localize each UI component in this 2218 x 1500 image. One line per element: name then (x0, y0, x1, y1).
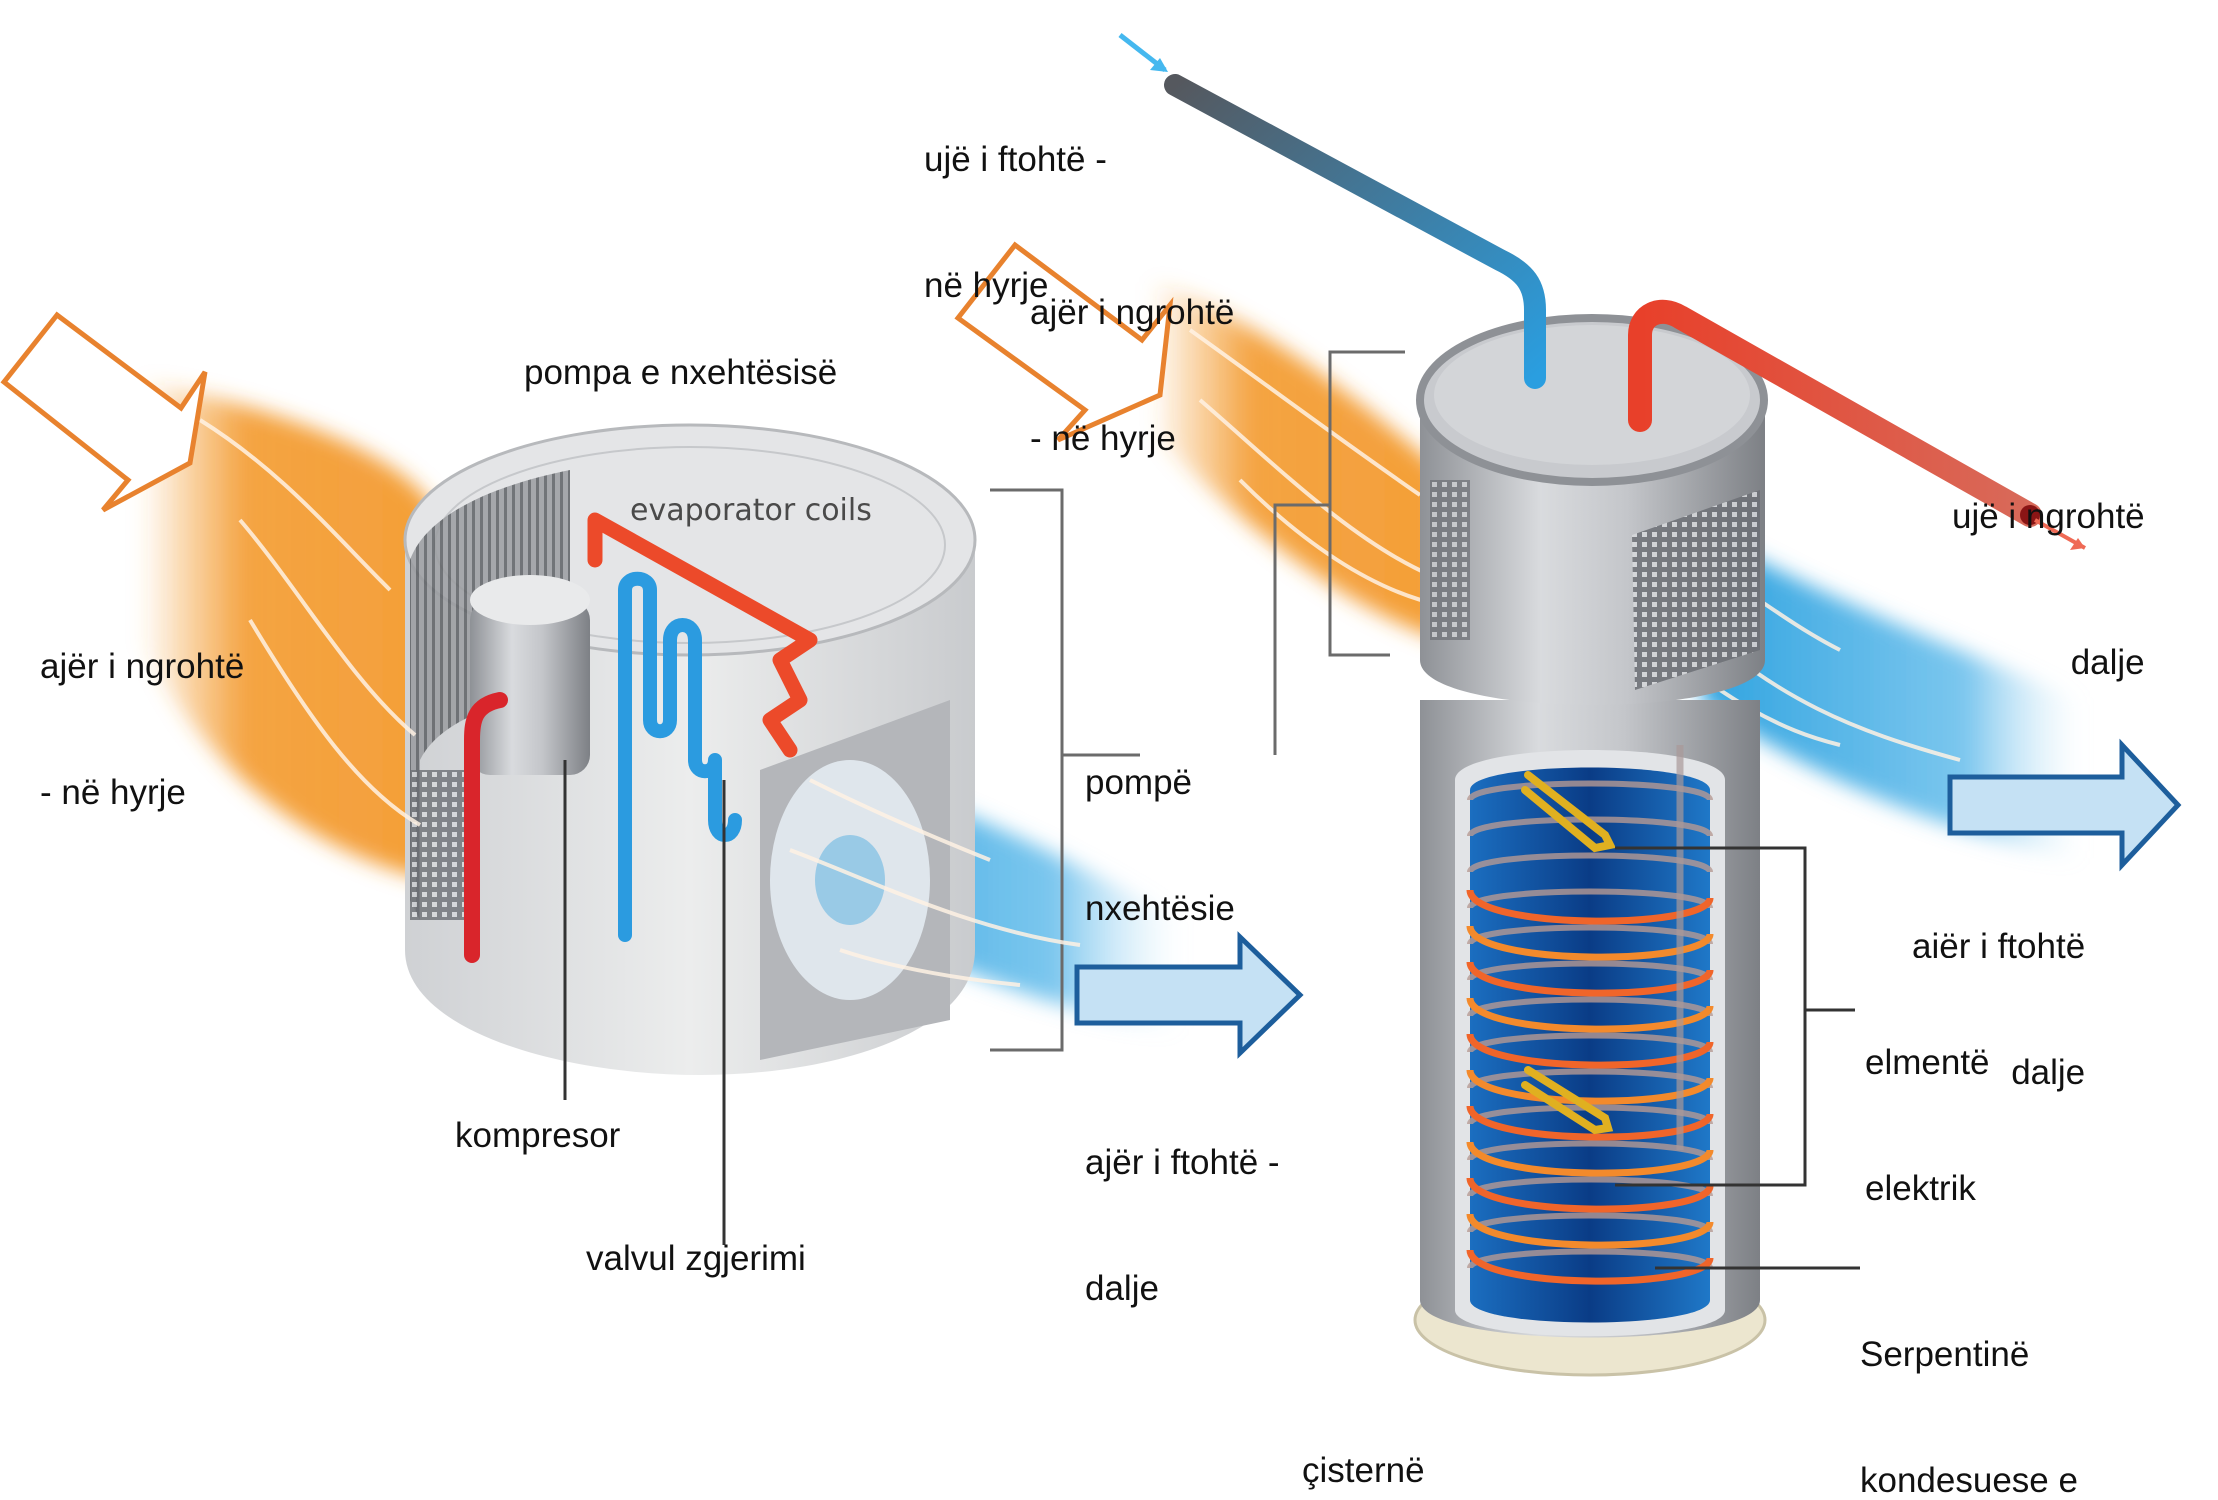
page-title: pompa e nxehtësisë (524, 353, 838, 392)
coil-loop-front (1466, 888, 1714, 925)
label-cold-water-in: ujë i ftohtë - në hyrje (924, 140, 1107, 305)
cold-water-pipe (1164, 74, 1546, 389)
air-flow-lines (198, 328, 1961, 987)
warm-air-in-arrow-right (954, 241, 1174, 443)
tank-heat-pump-bracket (1273, 350, 1405, 755)
label-warm-air-in-right: ajër i ngrohtë - në hyrje (1030, 293, 1235, 458)
hot-water-pipe (1628, 299, 2042, 527)
heating-element-top (1521, 771, 1616, 853)
label-hot-water-out: ujë i ngrohtë dalje (1952, 497, 2145, 682)
label-condenser-coil: Serpentinë kondesuese e cila ngroh ujin … (1860, 1250, 2125, 1500)
heat-pump-unit: evaporator coils (403, 423, 977, 1075)
coil-loop-front (1466, 924, 1714, 961)
label-compressor: kompresor (455, 1116, 621, 1155)
coil-loop-front (1466, 1212, 1714, 1249)
cold-air-out-arrow-left (1074, 931, 1304, 1059)
coil-loop-front (1466, 1140, 1714, 1177)
label-cold-air-out-left: ajër i ftohtë - dalje (1085, 1143, 1280, 1308)
label-heat-pump: pompë nxehtësie (1085, 763, 1235, 928)
condenser-coil (1466, 780, 1714, 1285)
warm-air-stream-left (140, 380, 440, 880)
label-cold-air-out-right: ajër i ftohtë dalje (1912, 927, 2086, 1092)
coil-loop-back (1467, 780, 1713, 802)
coil-loop-front (1466, 1104, 1714, 1141)
coil-loop-front (1466, 1176, 1714, 1213)
coil-loop-front (1466, 1068, 1714, 1105)
heating-element-bracket (1615, 846, 1855, 1187)
label-expansion-valve: valvul zgjerimi (586, 1239, 806, 1278)
cold-air-out-arrow-right (1947, 738, 2182, 872)
warm-air-stream-right (1150, 280, 1440, 640)
coil-loop-front (1466, 996, 1714, 1033)
coil-loop-front (1466, 960, 1714, 997)
evaporator-coils-label: evaporator coils (630, 493, 872, 528)
warm-air-in-arrow-left (0, 311, 208, 513)
label-warm-air-in-left: ajër i ngrohtë - në hyrje (40, 647, 245, 812)
heating-element-bottom (1521, 1066, 1614, 1135)
coil-loop-back (1467, 852, 1713, 874)
heat-pump-bracket (990, 488, 1140, 1052)
label-water-tank: çisternë uji (1302, 1451, 1425, 1490)
coil-loop-front (1466, 1032, 1714, 1069)
